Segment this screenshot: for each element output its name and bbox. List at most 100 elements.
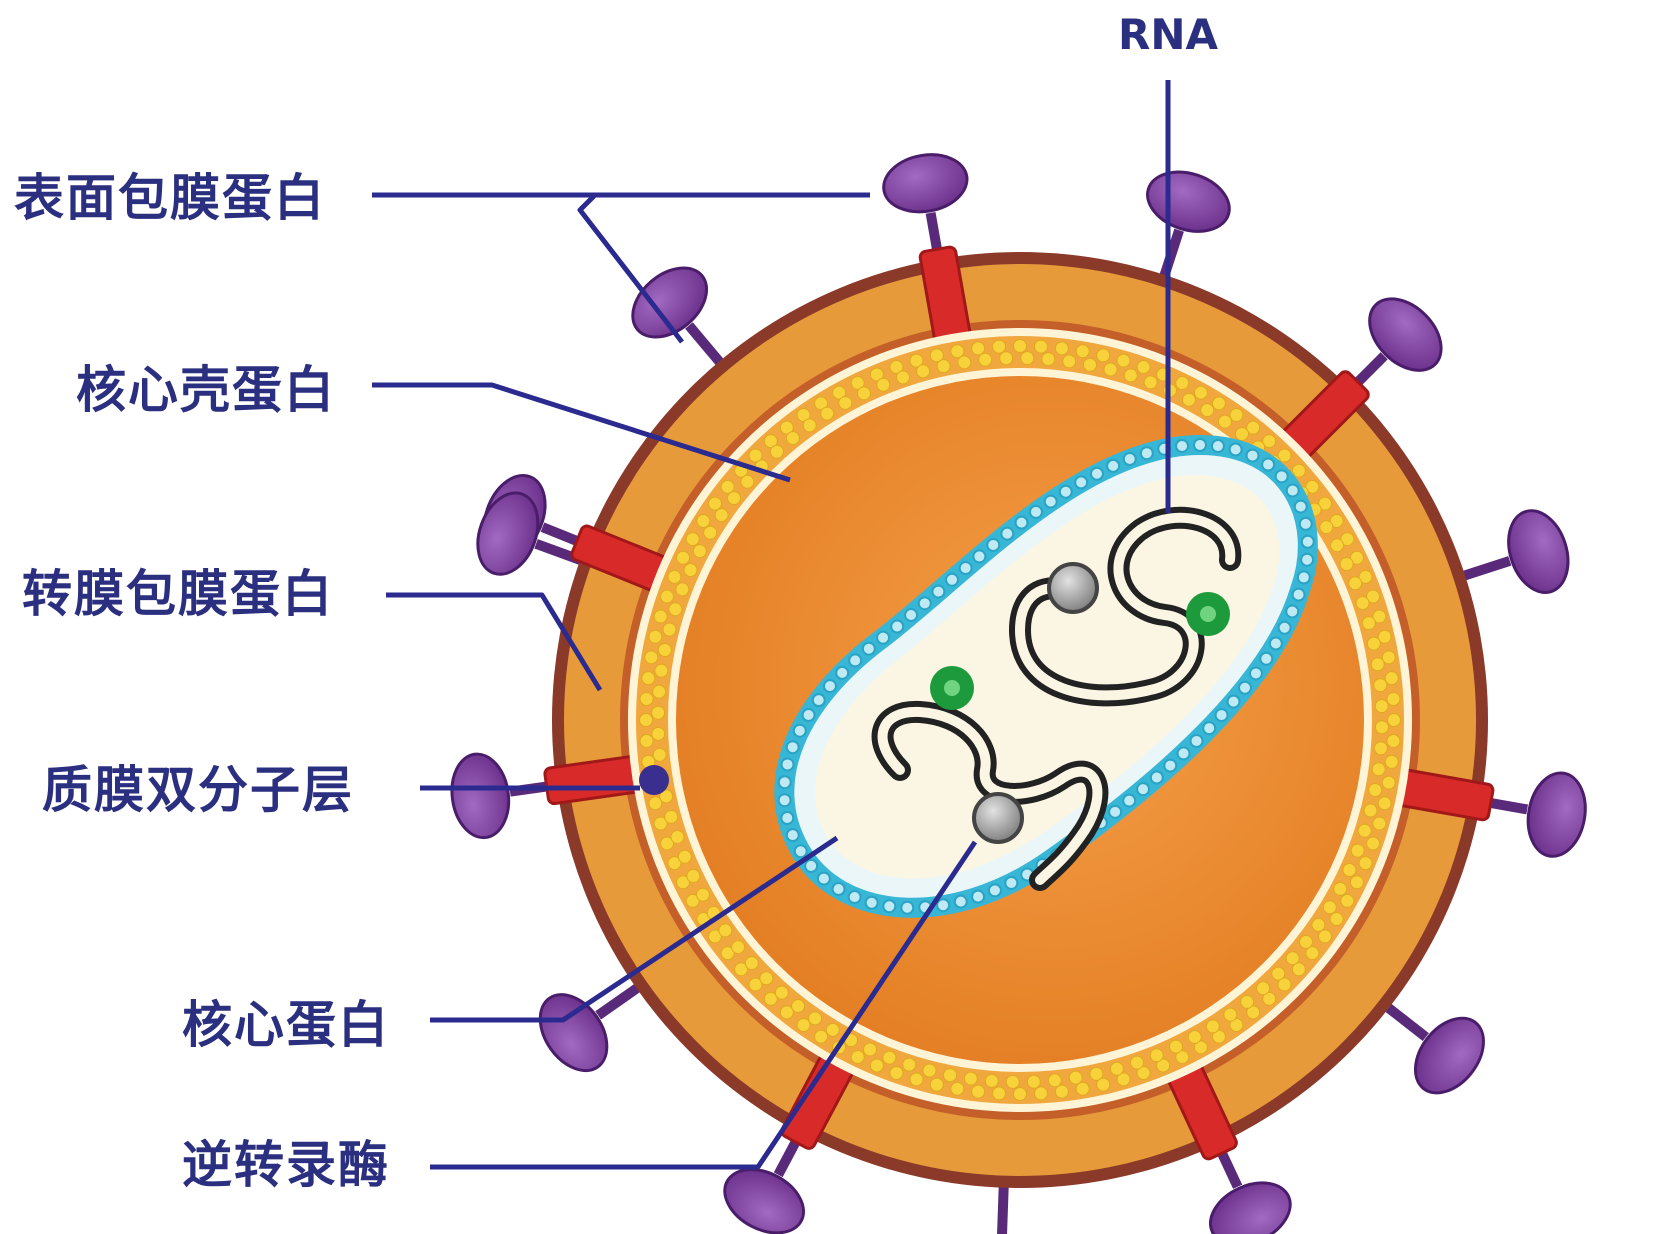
- capsid-dot: [669, 603, 682, 616]
- inner-core-dot: [1287, 485, 1299, 497]
- capsid-dot: [1299, 935, 1312, 948]
- capsid-dot: [655, 664, 668, 677]
- inner-core-dot: [1075, 476, 1087, 488]
- capsid-dot: [993, 1087, 1006, 1100]
- capsid-dot: [1387, 693, 1400, 706]
- capsid-dot: [897, 371, 910, 384]
- inner-core-dot: [1286, 605, 1298, 617]
- capsid-dot: [1320, 521, 1333, 534]
- inner-core-dot: [1191, 735, 1203, 747]
- capsid-dot: [1224, 1008, 1237, 1021]
- capsid-dot: [1212, 397, 1225, 410]
- capsid-dot: [1385, 672, 1398, 685]
- inner-core-dot: [1270, 638, 1282, 650]
- capsid-dot: [1137, 360, 1150, 373]
- capsid-dot: [1042, 353, 1055, 366]
- capsid-dot: [1358, 824, 1371, 837]
- capsid-dot: [697, 515, 710, 528]
- capsid-dot: [1194, 386, 1207, 399]
- inner-core-dot: [1293, 589, 1305, 601]
- surface-protein-head: [1200, 1171, 1300, 1234]
- capsid-dot: [1063, 355, 1076, 368]
- capsid-dot: [678, 850, 691, 863]
- inner-core-dot: [1001, 528, 1013, 540]
- capsid-dot: [1034, 1087, 1047, 1100]
- capsid-dot: [677, 551, 690, 564]
- capsid-dot: [719, 924, 732, 937]
- capsid-dot: [654, 610, 667, 623]
- reverse-transcriptase-granule-2: [974, 794, 1022, 842]
- capsid-dot: [903, 1058, 916, 1071]
- capsid-dot: [826, 1023, 839, 1036]
- capsid-dot: [1257, 982, 1270, 995]
- capsid-dot: [1048, 1074, 1061, 1087]
- inner-core-dot: [1107, 460, 1119, 472]
- inner-core-dot: [1194, 439, 1206, 451]
- capsid-dot: [665, 810, 678, 823]
- capsid-dot: [1124, 369, 1137, 382]
- inner-core-dot: [1091, 468, 1103, 480]
- label-core-protein: 核心蛋白: [182, 1000, 390, 1050]
- capsid-dot: [958, 356, 971, 369]
- capsid-dot: [1286, 952, 1299, 965]
- capsid-dot: [652, 706, 665, 719]
- capsid-dot: [642, 672, 655, 685]
- capsid-dot: [1350, 876, 1363, 889]
- capsid-dot: [1374, 742, 1387, 755]
- capsid-dot: [1150, 1049, 1163, 1062]
- capsid-dot: [1374, 679, 1387, 692]
- capsid-dot: [1201, 404, 1214, 417]
- inner-core-dot: [1301, 554, 1313, 566]
- capsid-dot: [686, 533, 699, 546]
- inner-core-dot: [1302, 536, 1314, 548]
- inner-core-dot: [1279, 622, 1291, 634]
- capsid-dot: [1369, 783, 1382, 796]
- capsid-dot: [1375, 721, 1388, 734]
- inner-core-dot: [1060, 486, 1072, 498]
- inner-core-dot: [960, 562, 972, 574]
- capsid-dot: [1097, 349, 1110, 362]
- capsid-dot: [1356, 597, 1369, 610]
- capsid-dot: [1006, 1075, 1019, 1088]
- core-protein-granule-1-center: [1200, 606, 1216, 622]
- inner-core-dot: [919, 597, 931, 609]
- capsid-dot: [923, 1064, 936, 1077]
- capsid-dot: [715, 509, 728, 522]
- capsid-dot: [704, 526, 717, 539]
- inner-core-dot: [932, 586, 944, 598]
- capsid-dot: [839, 396, 852, 409]
- inner-core-dot: [937, 899, 949, 911]
- inner-core-dot: [1298, 571, 1310, 583]
- capsid-dot: [972, 1085, 985, 1098]
- inner-core-dot: [883, 900, 895, 912]
- capsid-dot: [1027, 1075, 1040, 1088]
- capsid-dot: [877, 378, 890, 391]
- capsid-dot: [870, 1059, 883, 1072]
- inner-core-dot: [1030, 506, 1042, 518]
- inner-core-dot: [955, 896, 967, 908]
- capsid-dot: [1359, 857, 1372, 870]
- surface-protein-head: [1140, 162, 1237, 241]
- capsid-dot: [1169, 1040, 1182, 1053]
- capsid-dot: [1362, 617, 1375, 630]
- inner-core-dot: [787, 829, 799, 841]
- capsid-dot: [803, 419, 816, 432]
- capsid-dot: [1349, 577, 1362, 590]
- capsid-dot: [1090, 1067, 1103, 1080]
- capsid-dot: [910, 1073, 923, 1086]
- inner-core-dot: [1262, 459, 1274, 471]
- inner-core-dot: [813, 694, 825, 706]
- capsid-dot: [770, 445, 783, 458]
- inner-core-dot: [891, 621, 903, 633]
- capsid-dot: [708, 497, 721, 510]
- capsid-dot: [1388, 714, 1401, 727]
- inner-core-dot: [794, 725, 806, 737]
- inner-core-dot: [779, 794, 791, 806]
- capsid-dot: [792, 999, 805, 1012]
- capsid-dot: [1367, 837, 1380, 850]
- capsid-dot: [930, 1078, 943, 1091]
- capsid-dot: [951, 1082, 964, 1095]
- capsid-dot: [1330, 912, 1343, 925]
- capsid-dot: [1387, 734, 1400, 747]
- surface-protein-head: [1522, 768, 1592, 860]
